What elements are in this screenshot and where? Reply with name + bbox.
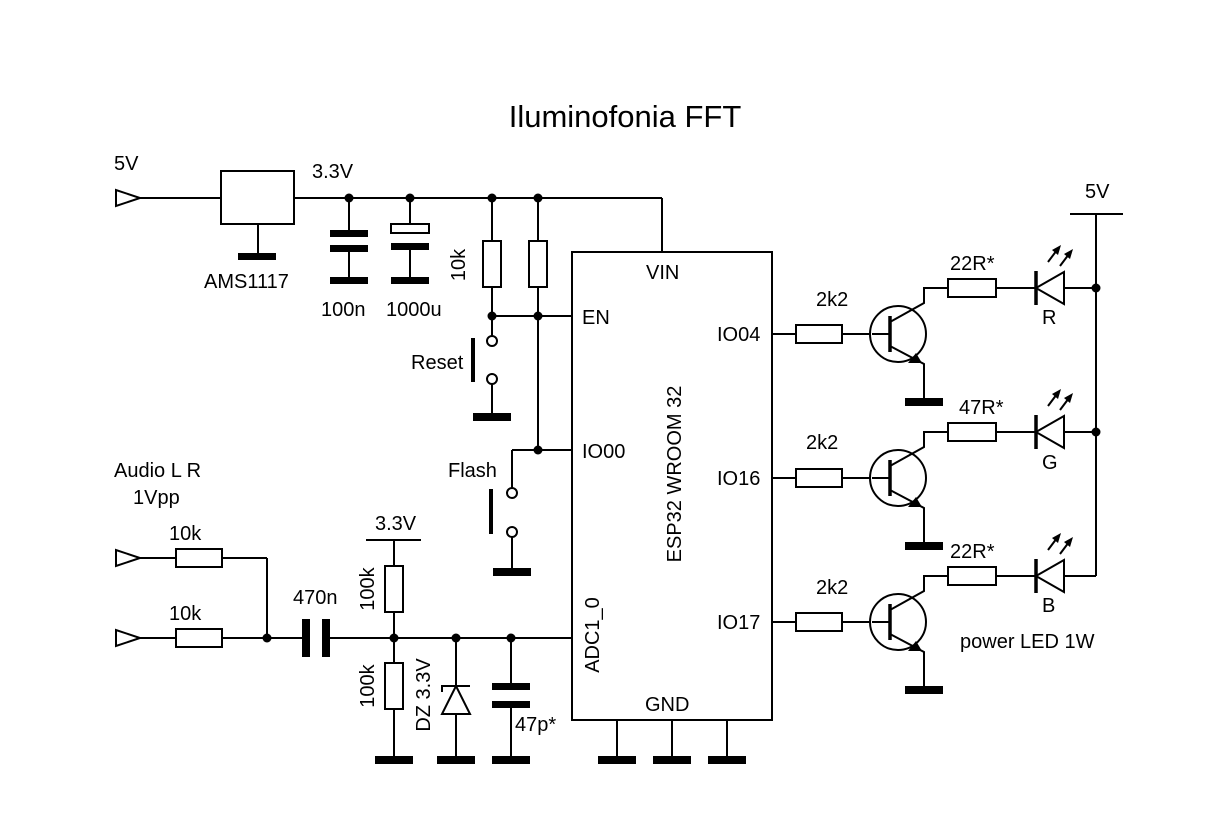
capacitor-filter <box>492 638 530 764</box>
label-rled-2: 47R* <box>959 397 1004 419</box>
transistor-npn <box>869 593 927 651</box>
label-bias-rail: 3.3V <box>375 513 417 535</box>
led-blue <box>1033 558 1065 594</box>
label-rbase-1: 2k2 <box>816 289 848 311</box>
transistor-npn <box>869 449 927 507</box>
label-cap-1000u: 1000u <box>386 299 442 321</box>
label-mcu-name: ESP32 WROOM 32 <box>664 386 686 563</box>
label-pullup: 10k <box>448 248 470 281</box>
ground-symbol <box>708 756 746 764</box>
label-reset: Reset <box>411 352 464 374</box>
resistor-base-1 <box>795 324 843 344</box>
driver-stage-blue <box>772 533 1073 694</box>
label-rbase-3: 2k2 <box>816 577 848 599</box>
label-rled-3: 22R* <box>950 541 995 563</box>
diagram-title: Iluminofonia FFT <box>509 99 742 134</box>
pin-io16: IO16 <box>717 468 760 490</box>
led-green <box>1033 414 1065 450</box>
audio-section: Audio L R 1Vpp 10k 10k 470n 3.3V 100k <box>114 460 572 764</box>
resistor-input-left <box>175 548 223 568</box>
resistor-bias-bottom <box>384 662 404 710</box>
label-regulator: AMS1117 <box>204 271 289 293</box>
label-coupling-cap: 470n <box>293 587 338 609</box>
resistor-base-3 <box>795 612 843 632</box>
resistor-bias-top <box>384 565 404 613</box>
led-drivers: 5V 2k2 22R* R <box>772 181 1123 694</box>
label-r-right: 10k <box>169 603 202 625</box>
resistor-pullup-en <box>482 240 502 288</box>
ground-symbol <box>598 756 636 764</box>
esp32-module: ESP32 WROOM 32 VIN EN IO00 ADC1_0 GND IO… <box>571 251 773 764</box>
label-led-3: B <box>1042 595 1055 617</box>
label-audio-level: 1Vpp <box>133 487 180 509</box>
label-rbase-2: 2k2 <box>806 432 838 454</box>
resistor-led-2 <box>947 422 997 442</box>
label-r-left: 10k <box>169 523 202 545</box>
label-rled-1: 22R* <box>950 253 995 275</box>
label-cap-100n: 100n <box>321 299 366 321</box>
control-section: 10k Reset Flash <box>411 198 572 576</box>
esp32-body <box>571 251 773 721</box>
pin-io00: IO00 <box>582 441 625 463</box>
label-led-2: G <box>1042 452 1058 474</box>
pin-io04: IO04 <box>717 324 760 346</box>
ground-symbol <box>905 542 943 550</box>
capacitor-100n <box>330 198 368 284</box>
capacitor-1000u <box>390 198 430 284</box>
pin-adc1-0: ADC1_0 <box>582 597 604 673</box>
label-r-top: 100k <box>357 566 379 610</box>
capacitor-coupling <box>302 619 310 657</box>
reset-button <box>471 316 511 421</box>
input-arrow-5v <box>115 188 144 208</box>
transistor-npn <box>869 305 927 363</box>
label-flash: Flash <box>448 460 497 482</box>
label-5v-right: 5V <box>1085 181 1110 203</box>
label-r-bottom: 100k <box>357 663 379 707</box>
led-red <box>1033 270 1065 306</box>
ground-symbol <box>905 398 943 406</box>
driver-stage-green <box>772 389 1096 550</box>
resistor-input-right <box>175 628 223 648</box>
pin-en: EN <box>582 307 610 329</box>
label-audio-input: Audio L R <box>114 460 201 482</box>
ground-symbol <box>653 756 691 764</box>
ground-symbol <box>238 253 276 260</box>
resistor-pullup-io00 <box>528 240 548 288</box>
label-led-1: R <box>1042 307 1056 329</box>
pin-gnd: GND <box>645 694 689 716</box>
resistor-base-2 <box>795 468 843 488</box>
ground-symbol <box>375 756 413 764</box>
input-arrow-left <box>115 548 144 568</box>
pin-io17: IO17 <box>717 612 760 634</box>
label-3v3-rail: 3.3V <box>312 161 354 183</box>
label-filter-cap: 47p* <box>515 714 556 736</box>
ground-symbol <box>905 686 943 694</box>
regulator-ams1117 <box>220 170 295 225</box>
label-zener: DZ 3.3V <box>413 658 435 732</box>
flash-button <box>489 450 531 576</box>
label-led-note: power LED 1W <box>960 631 1095 653</box>
pin-vin: VIN <box>646 262 679 284</box>
resistor-led-1 <box>947 278 997 298</box>
driver-stage-red <box>772 245 1096 406</box>
power-section: 5V AMS1117 3.3V 100n <box>114 153 663 321</box>
input-arrow-right <box>115 628 144 648</box>
resistor-led-3 <box>947 566 997 586</box>
zener-diode <box>437 638 475 764</box>
label-5v-input: 5V <box>114 153 139 175</box>
